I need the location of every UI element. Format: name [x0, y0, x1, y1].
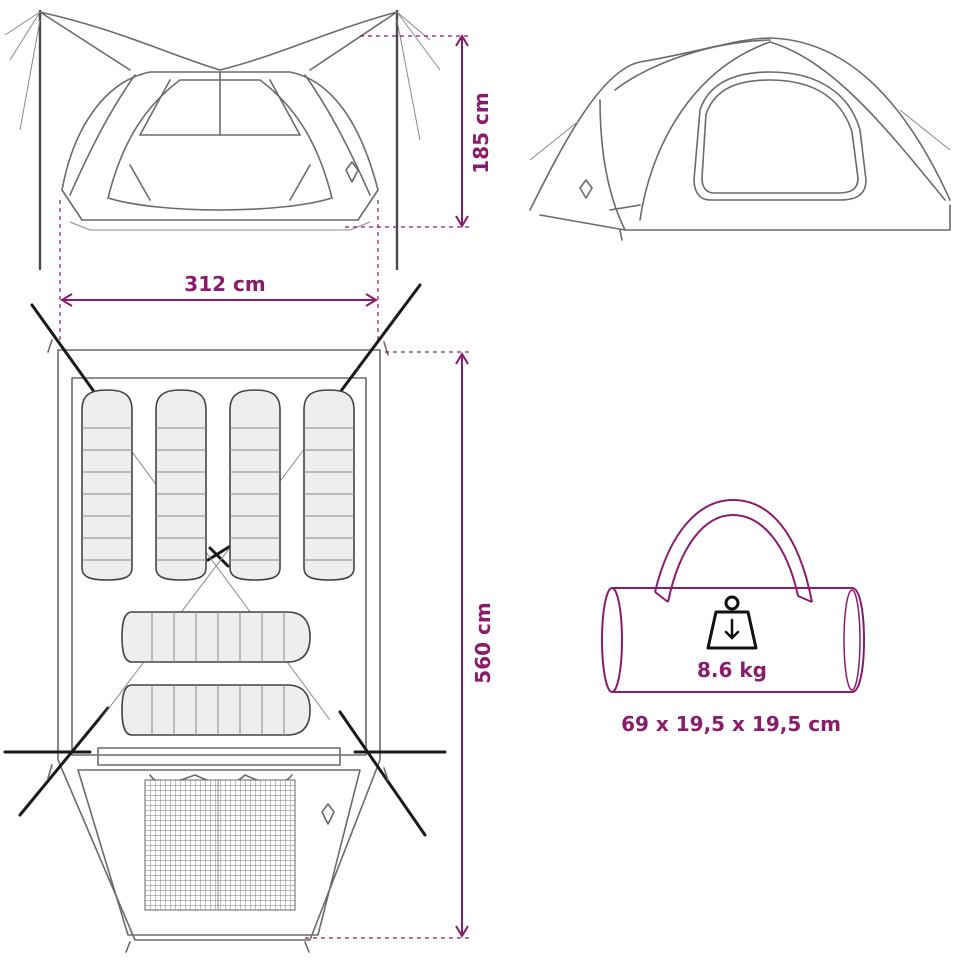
length-label: 560 cm	[471, 602, 495, 683]
length-dimension: 560 cm	[305, 351, 495, 939]
width-label: 312 cm	[184, 272, 265, 296]
width-dimension: 312 cm	[59, 200, 379, 340]
pack-size-label: 69 x 19,5 x 19,5 cm	[621, 712, 841, 736]
front-view	[4, 10, 441, 270]
height-label: 185 cm	[469, 92, 493, 173]
side-view	[529, 37, 951, 241]
sleeping-bags-vertical	[81, 389, 355, 581]
pack-bag: 8.6 kg	[601, 498, 866, 693]
height-dimension: 185 cm	[345, 34, 493, 228]
weight-label: 8.6 kg	[697, 658, 767, 682]
weight-icon	[706, 595, 758, 650]
sleeping-bags-horizontal	[121, 611, 311, 736]
top-view	[3, 283, 447, 953]
